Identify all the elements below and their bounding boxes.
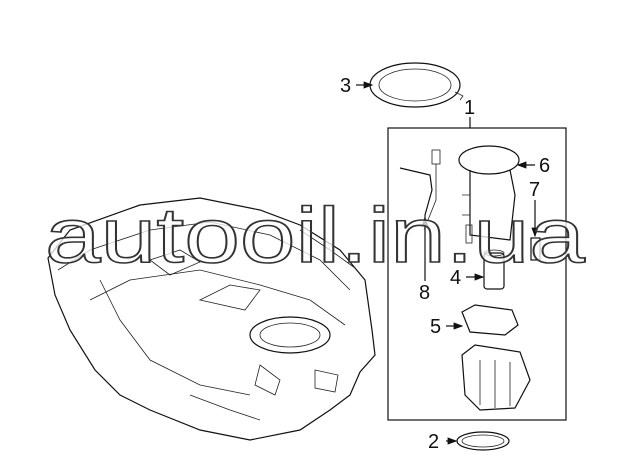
watermark: autooil.in.ua — [45, 191, 586, 279]
fuel-tank — [47, 197, 376, 441]
gasket — [456, 431, 510, 451]
callout-5: 5 — [430, 316, 441, 338]
callout-2: 2 — [428, 431, 439, 453]
callout-1: 1 — [464, 97, 475, 119]
callout-3: 3 — [340, 75, 351, 97]
assembly-box — [387, 127, 567, 421]
callout-6: 6 — [539, 155, 550, 177]
retainer-ring — [369, 62, 464, 108]
callout-8: 8 — [419, 282, 430, 304]
callout-4: 4 — [450, 267, 461, 289]
callout-7: 7 — [529, 179, 540, 201]
